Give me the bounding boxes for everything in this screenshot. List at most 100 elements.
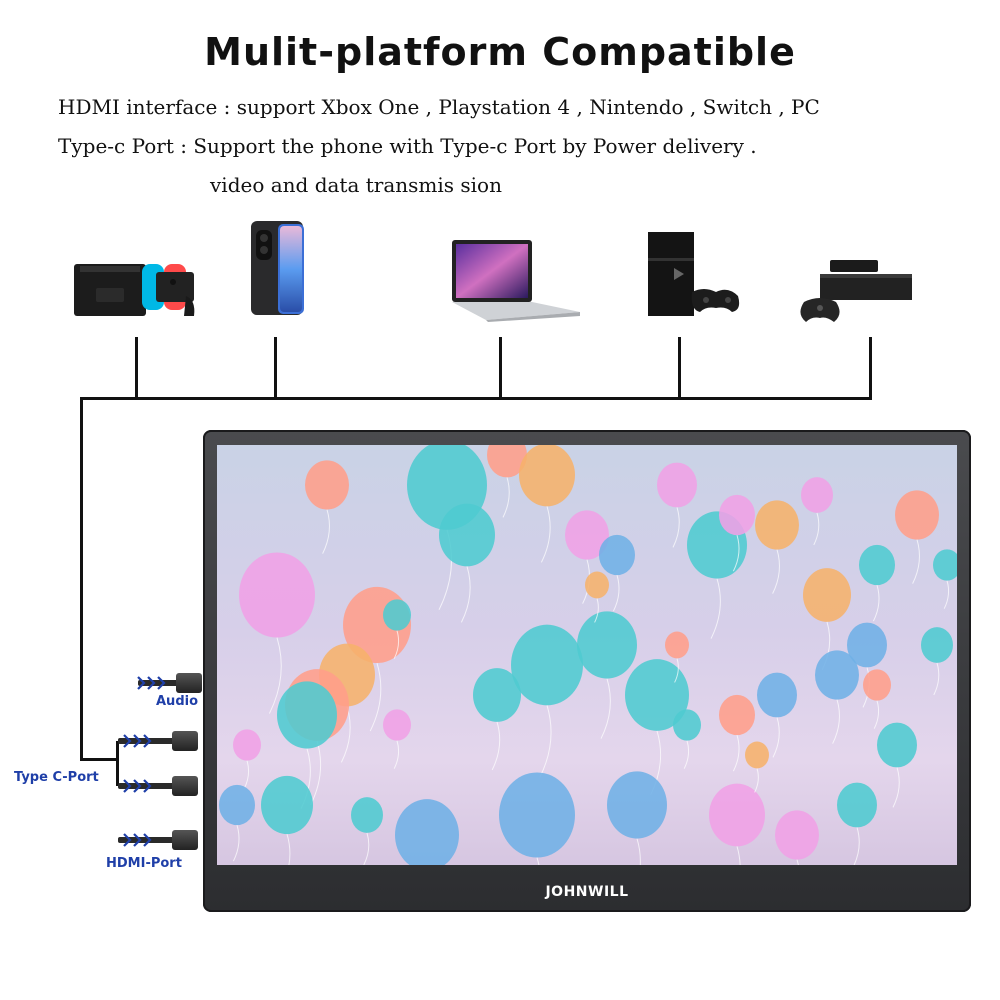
typec-plug-bottom [172,776,198,796]
balloon [665,631,689,659]
balloon-string [732,535,740,572]
audio-plug [176,673,202,693]
wire-laptop [499,337,502,399]
balloon [847,622,887,668]
audio-label: Audio [156,694,199,709]
balloon-string [600,678,611,739]
balloon [383,599,411,631]
typec-top-arrow-icon [123,734,152,748]
balloon-string [872,585,880,622]
brand-logo: JOHNWILL [545,884,629,900]
xbox-one-icon [800,260,912,322]
balloon-string [310,740,322,806]
balloon-string [873,700,880,729]
wire-typec-split [116,741,119,786]
balloon [499,772,575,858]
balloon-string [636,838,641,865]
wire-to-typec [80,758,118,761]
balloon [277,681,337,749]
balloon [719,494,755,536]
balloon [895,490,939,540]
hdmi-description: HDMI interface : support Xbox One , Play… [58,95,820,119]
balloon-string [393,630,400,659]
laptop-icon [452,240,580,322]
balloon [607,771,667,839]
monitor-screen [217,445,957,865]
wire-xbox [869,337,872,399]
balloon [837,782,877,828]
balloon [511,624,583,706]
balloon [755,500,799,550]
balloon [239,552,315,638]
balloon [599,534,635,576]
balloon-string [460,566,471,623]
balloon [801,477,833,513]
balloon [233,729,261,761]
balloon-string [286,833,291,865]
page-title: Mulit-platform Compatible [204,30,796,74]
wire-down [80,397,83,760]
balloon-string [710,578,721,639]
typec-plug-top [172,731,198,751]
balloon [933,549,957,581]
balloon [439,503,495,567]
audio-arrow-icon [137,676,166,690]
playstation-4-icon [648,232,740,316]
balloon [219,784,255,826]
balloon-string [754,768,759,793]
typec-bottom-arrow-icon [123,779,152,793]
balloon [775,810,819,860]
balloon-string [943,580,950,609]
balloon-string [268,637,282,714]
balloon-string [612,575,620,612]
hdmi-label: HDMI-Port [106,856,182,871]
balloon [859,544,895,586]
typec-cable-top [118,738,178,744]
balloon [473,668,521,722]
balloon [719,694,755,736]
balloon-string [536,857,540,865]
balloon [519,445,575,507]
balloon [585,571,609,599]
balloon-string [912,539,920,584]
balloon [657,462,697,508]
balloon-string [322,509,330,554]
balloon [863,669,891,701]
balloon-string [539,705,552,778]
balloon [577,611,637,679]
balloon-string [594,598,599,623]
balloon-string [796,859,799,865]
wire-bus [80,397,872,400]
balloon-string [502,477,510,518]
balloon [261,775,313,835]
hdmi-plug [172,830,198,850]
balloon-string [393,740,400,769]
balloon [745,741,769,769]
balloon-string [683,740,690,769]
typec-label: Type C-Port [14,770,99,785]
balloon [565,510,609,560]
balloon [487,445,527,478]
balloon [351,797,383,833]
typec-cable-bottom [118,783,178,789]
audio-cable [138,680,182,686]
balloon [673,709,701,741]
smartphone-icon [251,221,304,315]
balloon-string [772,549,780,594]
balloon-string [736,846,741,865]
balloon [395,799,459,865]
hdmi-arrow-icon [123,833,152,847]
balloon-string [892,767,900,808]
hdmi-cable [118,837,178,843]
balloon-string [674,658,679,683]
wire-switch [135,337,138,399]
balloon-string [540,506,551,563]
balloon [305,460,349,510]
balloon-string [732,735,740,772]
balloon [921,627,953,663]
wire-phone [274,337,277,399]
balloon-string [933,662,940,696]
balloon [709,783,765,847]
balloon [877,722,917,768]
balloon-string [369,662,382,732]
